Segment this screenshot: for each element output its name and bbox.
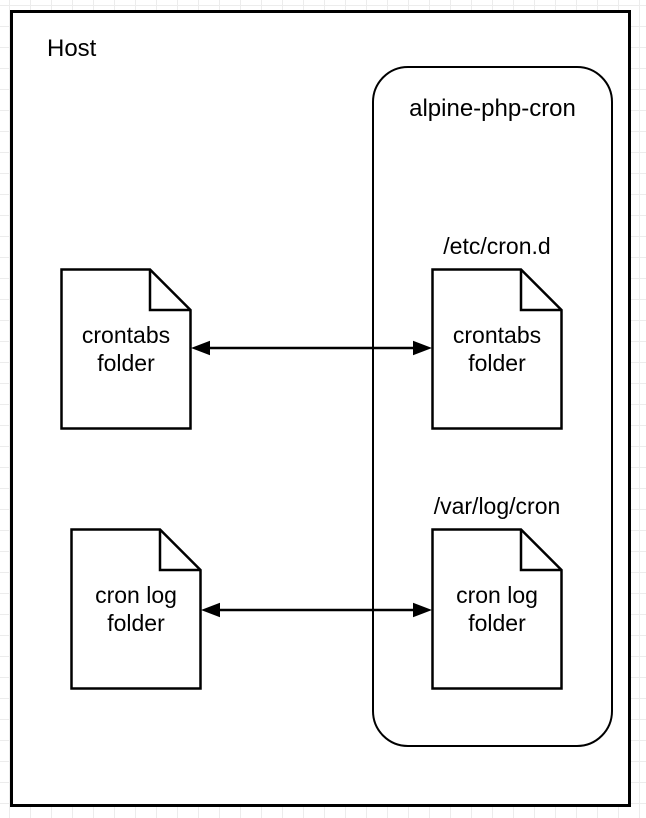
doc-label-line1: crontabs xyxy=(81,322,171,348)
document-icon xyxy=(70,528,202,690)
document-icon xyxy=(431,528,563,690)
doc-label-line2: folder xyxy=(107,610,165,636)
alpine-php-cron-container-box xyxy=(372,66,613,747)
doc-label-line1: cron log xyxy=(95,582,177,608)
bidirectional-arrow-cronlog xyxy=(201,602,432,618)
host-cron-log-folder-node: cron log folder xyxy=(70,528,202,690)
document-icon xyxy=(60,268,192,430)
doc-label-line2: folder xyxy=(468,350,526,376)
host-crontabs-folder-node: crontabs folder xyxy=(60,268,192,430)
etc-cron-d-path-label: /etc/cron.d xyxy=(443,233,551,259)
document-icon xyxy=(431,268,563,430)
var-log-cron-path-label: /var/log/cron xyxy=(433,493,561,519)
doc-label: cron log folder xyxy=(70,581,202,637)
container-cron-log-folder-node: cron log folder xyxy=(431,528,563,690)
container-title: alpine-php-cron xyxy=(409,95,576,122)
doc-label-line1: crontabs xyxy=(452,322,542,348)
doc-label: cron log folder xyxy=(431,581,563,637)
doc-label-line2: folder xyxy=(468,610,526,636)
bidirectional-arrow-crontabs xyxy=(191,340,432,356)
container-crontabs-folder-node: crontabs folder xyxy=(431,268,563,430)
doc-label: crontabs folder xyxy=(431,321,563,377)
doc-label: crontabs folder xyxy=(60,321,192,377)
host-label: Host xyxy=(47,35,97,62)
doc-label-line1: cron log xyxy=(456,582,538,608)
doc-label-line2: folder xyxy=(97,350,155,376)
